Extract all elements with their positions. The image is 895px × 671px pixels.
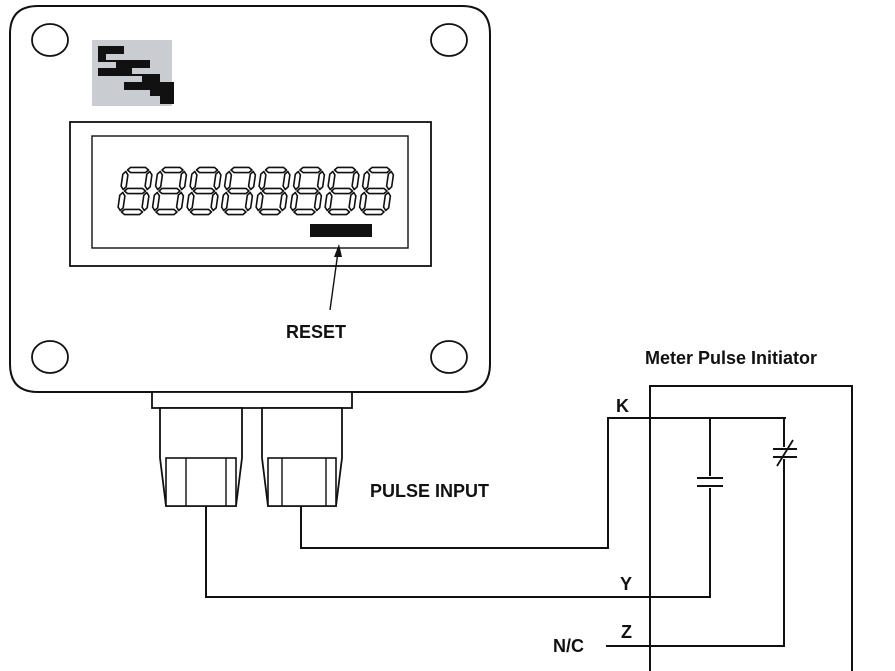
digit-segment (247, 170, 257, 191)
digit-segment (126, 166, 150, 174)
digit-segment (175, 191, 185, 212)
digit-segment (141, 191, 150, 212)
seven-segment-digits (117, 166, 395, 216)
digit-segment (385, 170, 395, 191)
display-digit (186, 166, 222, 216)
cable-glands (151, 391, 353, 507)
digit-segment (195, 166, 219, 174)
digit-segment (186, 191, 195, 212)
digit-segment (351, 170, 360, 191)
reset-pointer-arrow (334, 244, 342, 257)
digit-segment (348, 191, 357, 212)
digit-segment (358, 191, 368, 212)
digit-segment (189, 170, 198, 191)
digit-segment (120, 208, 144, 216)
digit-segment (316, 170, 326, 191)
digit-segment (223, 170, 233, 191)
digit-segment (258, 208, 282, 216)
digit-segment (313, 191, 323, 212)
digit-segment (296, 187, 319, 195)
ssi-logo (92, 40, 174, 106)
digit-segment (362, 208, 385, 216)
mount-hole-bottom-right (430, 340, 468, 374)
digit-segment (154, 170, 164, 191)
digit-segment (158, 187, 181, 195)
digit-segment (289, 191, 299, 212)
digit-segment (261, 187, 285, 195)
digit-segment (258, 170, 267, 191)
digit-segment (161, 166, 184, 174)
nc-label: N/C (553, 636, 584, 656)
terminal-k-label: K (616, 396, 629, 416)
digit-segment (117, 191, 126, 212)
digit-segment (330, 187, 354, 195)
digit-segment (279, 191, 288, 212)
reset-label: RESET (286, 322, 346, 342)
display-digit (358, 166, 395, 216)
display-digit (324, 166, 360, 216)
digit-segment (120, 170, 129, 191)
digit-segment (293, 208, 316, 216)
reset-pointer-line (329, 251, 339, 311)
wire-k (300, 417, 786, 549)
digit-segment (382, 191, 392, 212)
wire-y (205, 418, 711, 598)
digit-segment (327, 170, 336, 191)
digit-segment (192, 187, 216, 195)
digit-segment (230, 166, 253, 174)
display-digit (117, 166, 153, 216)
digit-segment (299, 166, 322, 174)
digit-segment (368, 166, 391, 174)
digit-segment (213, 170, 222, 191)
meter-title: Meter Pulse Initiator (645, 348, 817, 368)
display-digit (289, 166, 326, 216)
terminal-z-label: Z (621, 622, 632, 642)
display-digit (220, 166, 257, 216)
digit-segment (361, 170, 371, 191)
display-digit (151, 166, 188, 216)
digit-segment (189, 208, 213, 216)
digit-segment (151, 191, 161, 212)
terminal-y-label: Y (620, 574, 632, 594)
digit-segment (227, 187, 250, 195)
digit-segment (282, 170, 291, 191)
digit-segment (123, 187, 147, 195)
digit-segment (210, 191, 219, 212)
digit-segment (324, 191, 333, 212)
digit-segment (244, 191, 254, 212)
digit-segment (292, 170, 302, 191)
meter-box (649, 385, 853, 671)
pulse-input-label: PULSE INPUT (370, 481, 489, 501)
digit-segment (365, 187, 388, 195)
mount-hole-bottom-left (31, 340, 69, 374)
digit-segment (224, 208, 247, 216)
digit-segment (178, 170, 188, 191)
capacitor-symbol (696, 476, 724, 488)
digit-segment (155, 208, 178, 216)
display-digit (255, 166, 291, 216)
digit-segment (333, 166, 357, 174)
mount-hole-top-right (430, 23, 468, 57)
digit-segment (220, 191, 230, 212)
mount-hole-top-left (31, 23, 69, 57)
reset-button[interactable] (310, 224, 372, 237)
digit-segment (327, 208, 351, 216)
switch-symbol (772, 439, 798, 467)
digit-segment (255, 191, 264, 212)
digit-segment (144, 170, 153, 191)
display-panel (69, 121, 432, 267)
digit-segment (264, 166, 288, 174)
wire-z (606, 418, 785, 647)
